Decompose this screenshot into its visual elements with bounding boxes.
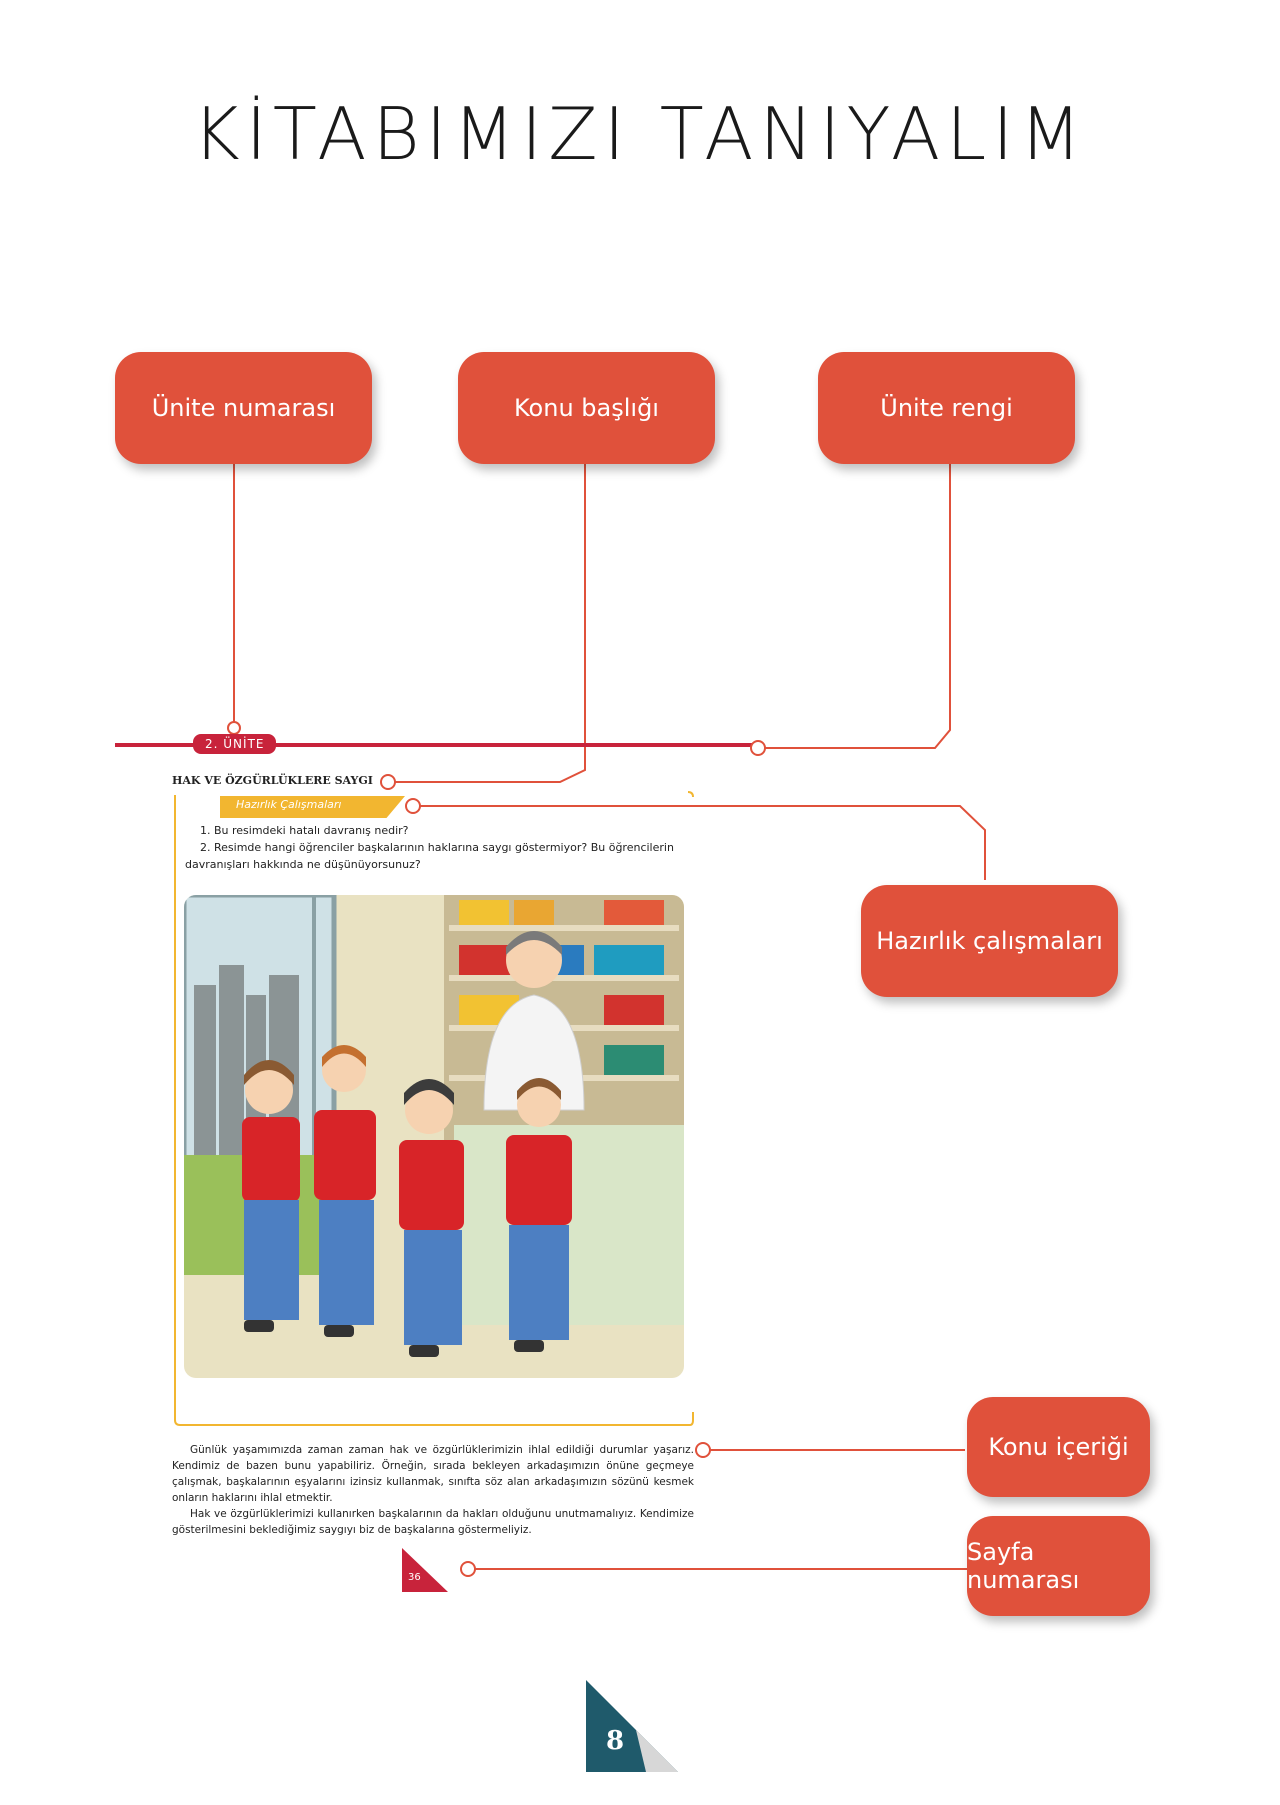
page-title: KİTABIMIZI TANIYALIM [192,92,1088,176]
classroom-illustration [184,895,684,1378]
unit-tag: 2. ÜNİTE [193,734,277,754]
footer-page-corner [586,1680,678,1772]
connector-dot [380,774,396,790]
connector-dot [405,798,421,814]
preparation-frame-corner [687,791,694,798]
connector-hazirlik [413,805,986,880]
connector-dot [227,721,241,735]
callout-konu-basligi: Konu başlığı [458,352,715,464]
connector-dot [750,740,766,756]
preparation-frame [174,795,694,1426]
question-1: 1. Bu resimdeki hatalı davranış nedir? [200,824,409,837]
sample-page-number: 36 [408,1572,421,1583]
preparation-label-bg [220,796,405,818]
question-2: 2. Resimde hangi öğrenciler başkalarının… [185,841,674,871]
preparation-label: Hazırlık Çalışmaları [236,798,342,811]
callout-konu-icerigi: Konu içeriği [967,1397,1150,1497]
footer-page-number: 8 [606,1726,625,1756]
connector-dot [460,1561,476,1577]
topic-title: HAK VE ÖZGÜRLÜKLERE SAYGI [172,774,373,787]
callout-hazirlik-calismalari: Hazırlık çalışmaları [861,885,1118,997]
callout-unite-rengi: Ünite rengi [818,352,1075,464]
connector-unite-rengi [760,462,951,749]
callout-sayfa-numarasi: Sayfa numarası [967,1516,1150,1616]
sample-page-corner [402,1548,448,1592]
connector-dot [695,1442,711,1458]
content-paragraph-2: Hak ve özgürlüklerimizi kullanırken başk… [172,1508,694,1536]
connector-konu-basligi [385,462,586,783]
content-paragraph-1: Günlük yaşamımızda zaman zaman hak ve öz… [172,1444,694,1504]
callout-unite-numarasi: Ünite numarası [115,352,372,464]
